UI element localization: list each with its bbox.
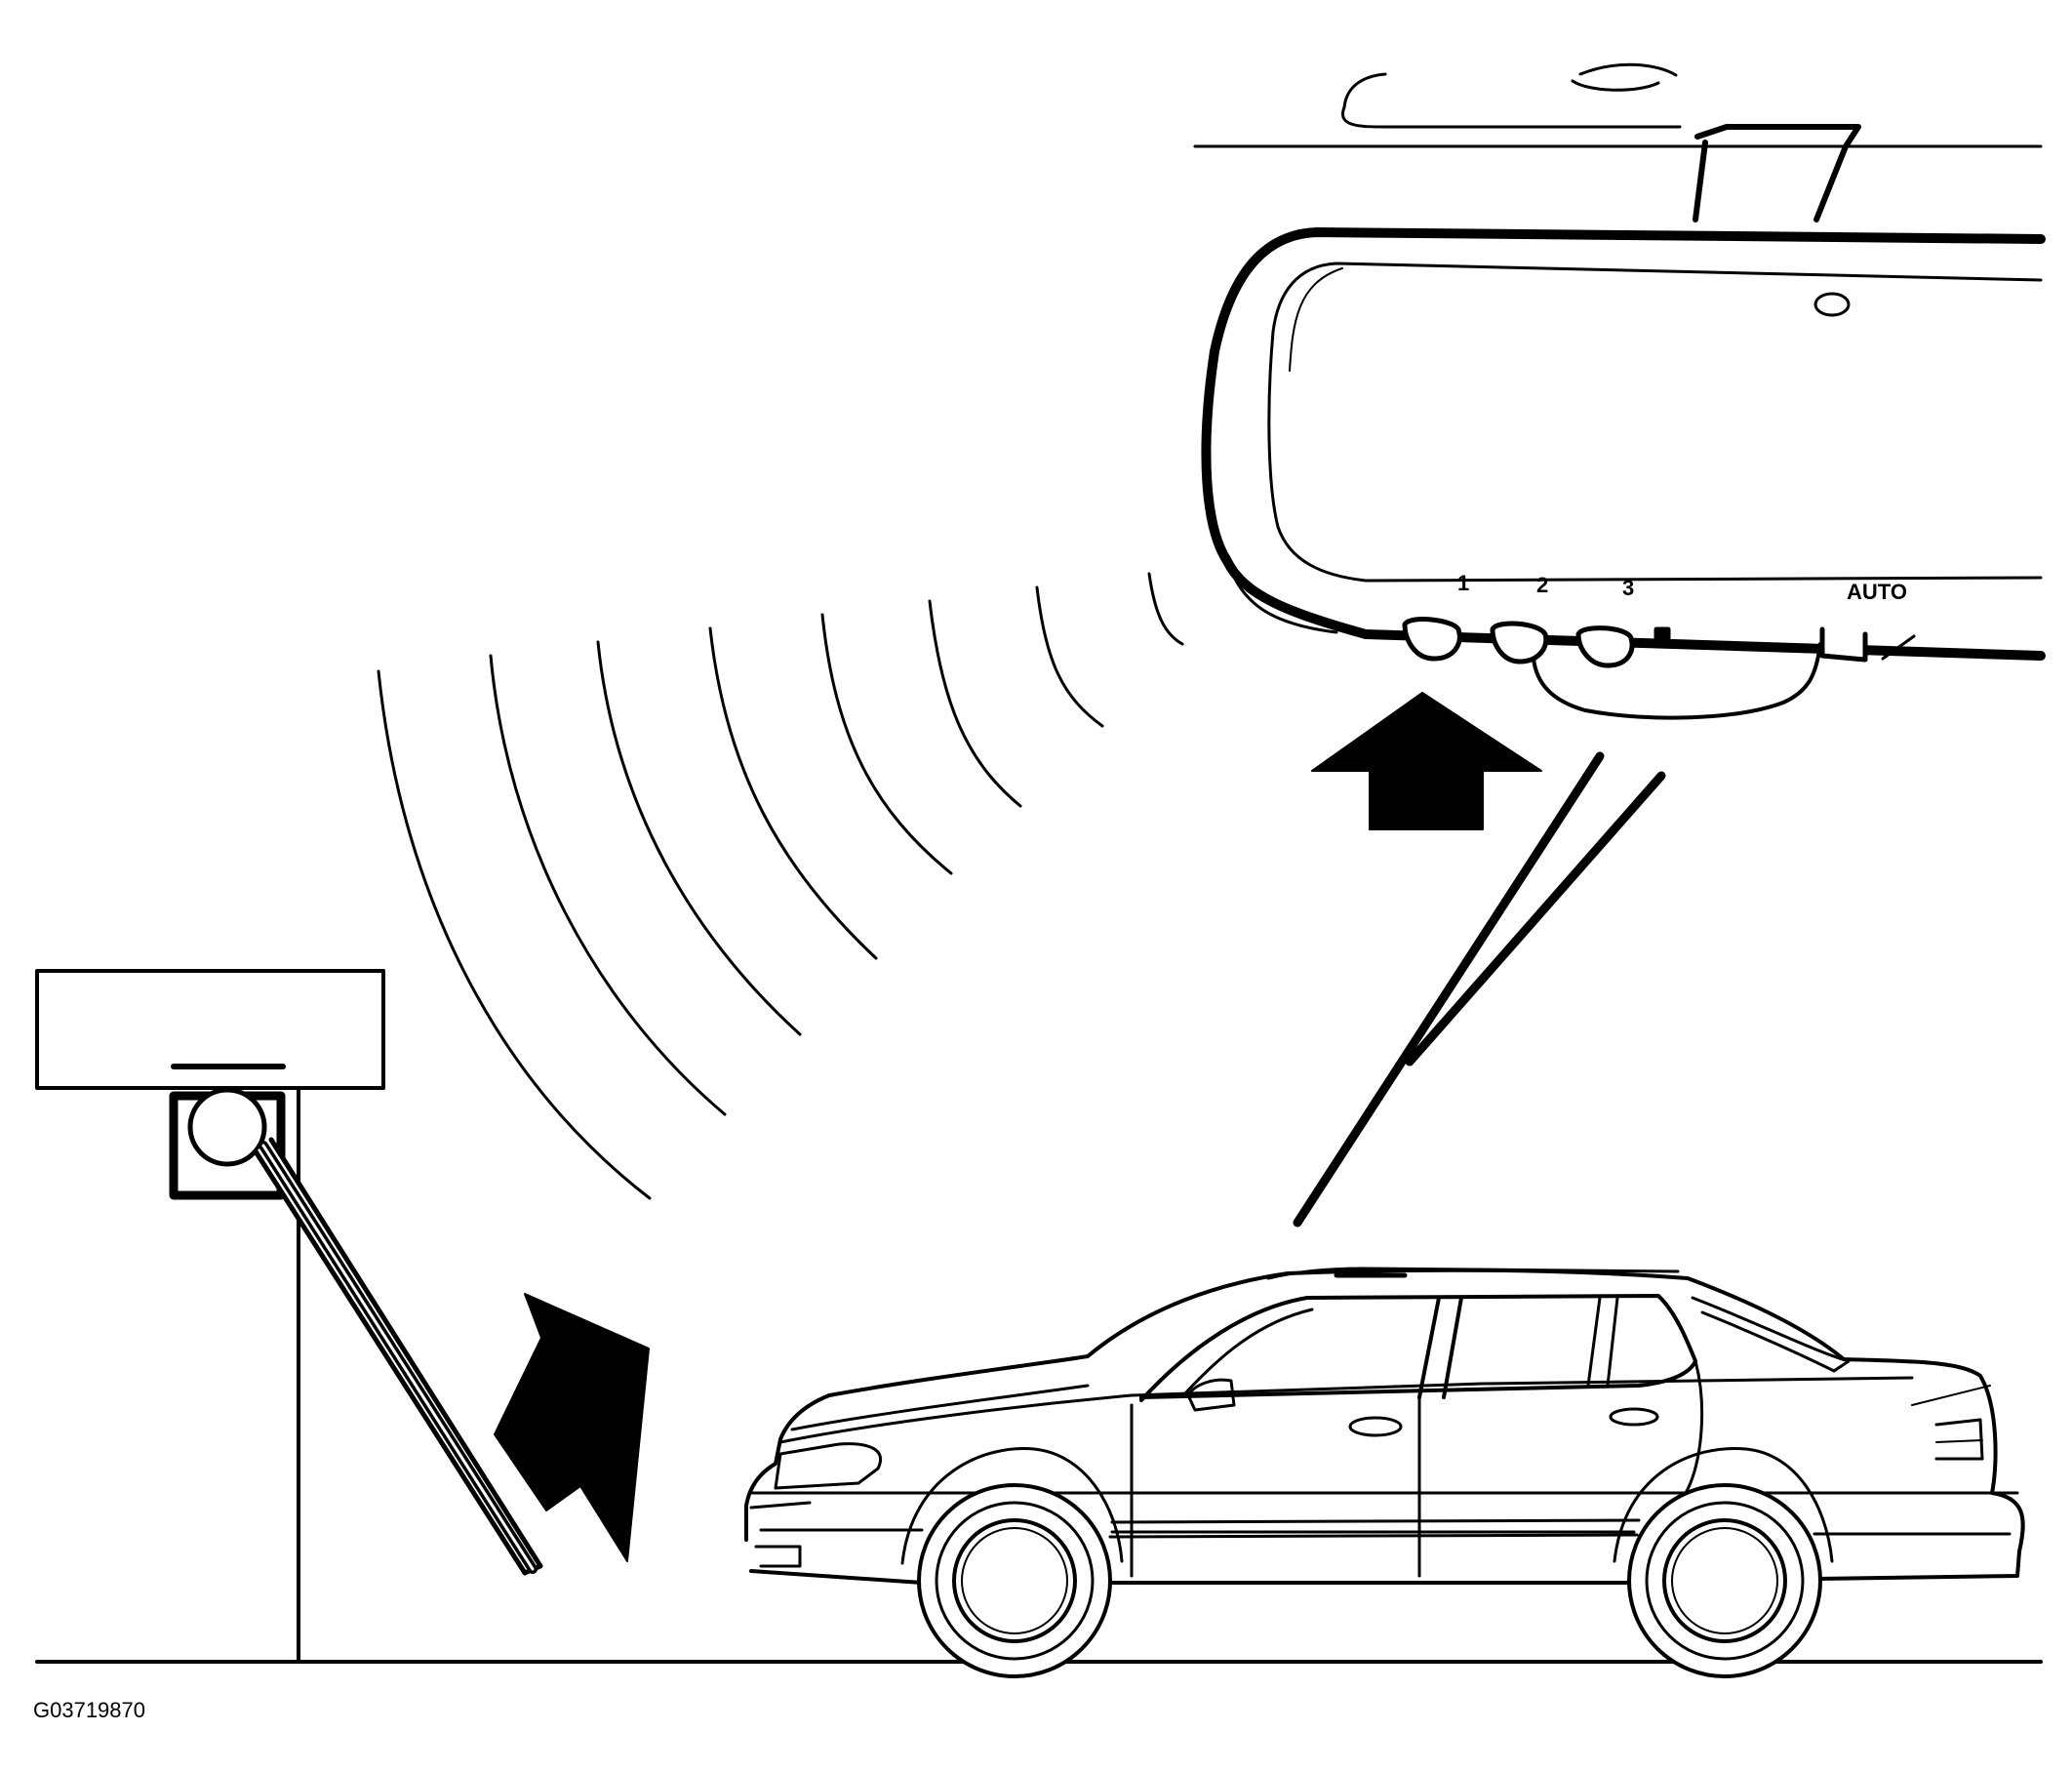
car-rear-door (1681, 1359, 1704, 1524)
mirror-buttons (1402, 617, 1868, 668)
car-rear-door-handle (1609, 1407, 1659, 1427)
mirror-glass (1267, 262, 2043, 583)
mirror-indicator-light (1654, 626, 1671, 642)
signal-arrow-icon (494, 1293, 650, 1562)
wave-arc-1 (377, 669, 652, 1200)
car-taillight (1934, 1418, 1984, 1461)
car-front-door (1130, 1393, 1421, 1578)
button-wire (1532, 642, 1822, 720)
wave-arc-4 (708, 626, 878, 960)
car-front-wheel (900, 1446, 1124, 1678)
light-sensor (1813, 292, 1851, 317)
figure-id: G03719870 (33, 1698, 145, 1722)
rearview-mirror: 1 2 3 AUTO (1193, 62, 2046, 720)
car-rear-wheel (1613, 1446, 1834, 1678)
button-label-1: 1 (1457, 571, 1469, 595)
button-label-2: 2 (1536, 573, 1548, 597)
car-rear-window (1691, 1296, 1851, 1373)
car-front-door-handle (1348, 1416, 1403, 1437)
mirror-button-1 (1402, 617, 1462, 662)
opener-housing (35, 969, 385, 1090)
wave-arc-8 (1147, 572, 1184, 646)
mirror-button-auto (1819, 626, 1868, 663)
up-arrow-icon (1311, 692, 1542, 830)
car-side-mirror (1186, 1378, 1236, 1412)
mirror-frame (1201, 227, 2046, 661)
wave-arc-7 (1035, 585, 1104, 728)
wave-arc-6 (928, 599, 1022, 808)
mirror-button-3 (1575, 625, 1635, 668)
car-b-pillar (1417, 1296, 1463, 1399)
mirror-mount (1693, 124, 1861, 222)
callout-line-a (1293, 751, 1605, 1228)
car-c-pillar (1586, 1296, 1619, 1388)
mirror-button-2 (1490, 621, 1549, 664)
radio-waves (377, 572, 1184, 1200)
car (744, 1267, 2025, 1678)
button-label-auto: AUTO (1847, 580, 1907, 604)
garage-opener-unit (35, 969, 543, 1664)
headliner-curve (1342, 62, 1678, 109)
wave-arc-3 (596, 640, 802, 1036)
car-windows (1139, 1294, 1697, 1402)
wave-arc-2 (489, 654, 727, 1116)
callout-line-b (1405, 771, 1666, 1067)
button-label-3: 3 (1622, 576, 1634, 600)
car-headlight (774, 1442, 882, 1490)
wave-arc-5 (820, 613, 953, 875)
motor-pulley (187, 1087, 267, 1167)
